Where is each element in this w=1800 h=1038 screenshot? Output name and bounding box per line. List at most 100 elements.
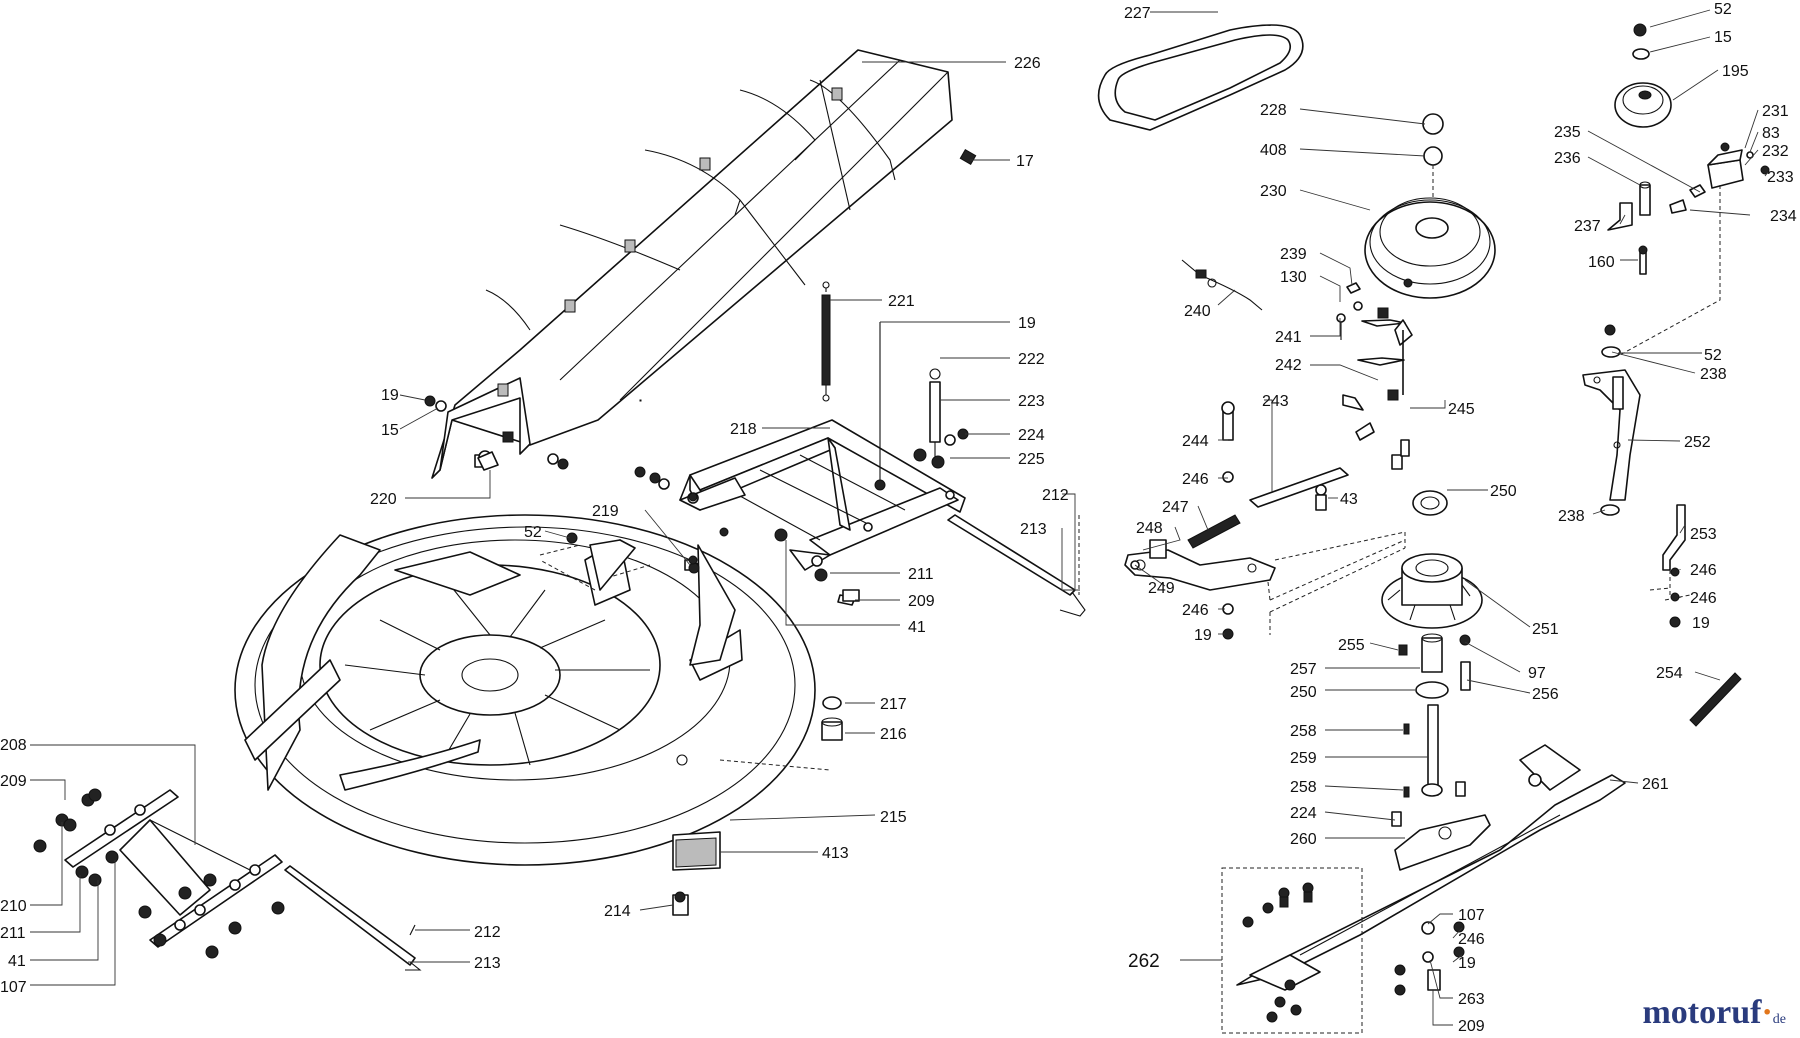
spindle-parts xyxy=(1391,633,1471,827)
callout-243: 243 xyxy=(1262,393,1289,410)
callout-257: 257 xyxy=(1290,661,1317,678)
mower-deck xyxy=(234,399,831,866)
callout-224: 224 xyxy=(1018,427,1045,444)
brand-tld: de xyxy=(1772,1012,1786,1027)
holder-hole xyxy=(1438,826,1452,840)
callout-262: 262 xyxy=(1128,951,1160,972)
rod-253 xyxy=(1649,504,1691,628)
callout-52: 52 xyxy=(524,524,542,541)
callout-225: 225 xyxy=(1018,451,1045,468)
callout-226: 226 xyxy=(1014,55,1041,72)
pulley-230 xyxy=(1364,113,1496,299)
callout-107: 107 xyxy=(0,979,27,996)
callout-234: 234 xyxy=(1770,208,1797,225)
deck-bracket xyxy=(589,539,636,591)
callout-19: 19 xyxy=(1692,615,1710,632)
callout-246: 246 xyxy=(1690,562,1717,579)
callout-130: 130 xyxy=(1280,269,1307,286)
callout-248: 248 xyxy=(1136,520,1163,537)
dash-boxes xyxy=(1267,531,1406,635)
callout-245: 245 xyxy=(1448,401,1475,418)
callout-253: 253 xyxy=(1690,526,1717,543)
callout-239: 239 xyxy=(1280,246,1307,263)
callout-247: 247 xyxy=(1162,499,1189,516)
v-belt-227 xyxy=(1097,24,1304,131)
callout-258: 258 xyxy=(1290,723,1317,740)
callout-211: 211 xyxy=(908,566,934,583)
callout-209: 209 xyxy=(0,773,27,790)
callout-222: 222 xyxy=(1018,351,1045,368)
brand-main: motoruf xyxy=(1642,994,1762,1031)
callout-219: 219 xyxy=(592,503,619,520)
callout-216: 216 xyxy=(880,726,907,743)
callout-252: 252 xyxy=(1684,434,1711,451)
callout-52: 52 xyxy=(1714,1,1732,18)
damper xyxy=(913,368,969,469)
grass-chute xyxy=(424,49,977,479)
callout-214: 214 xyxy=(604,903,631,920)
hub-251 xyxy=(1381,553,1483,629)
callout-83: 83 xyxy=(1762,125,1780,142)
callout-215: 215 xyxy=(880,809,907,826)
callout-15: 15 xyxy=(381,422,399,439)
callout-246: 246 xyxy=(1182,602,1209,619)
callout-19: 19 xyxy=(1458,955,1476,972)
callout-97: 97 xyxy=(1528,665,1546,682)
callout-413: 413 xyxy=(822,845,849,862)
callout-251: 251 xyxy=(1532,621,1559,638)
spring-247 xyxy=(1187,514,1241,549)
callout-208: 208 xyxy=(0,737,27,754)
callout-256: 256 xyxy=(1532,686,1559,703)
callout-213: 213 xyxy=(1020,521,1047,538)
callout-15: 15 xyxy=(1714,29,1732,46)
blade-holder-260 xyxy=(1394,814,1491,871)
bracket-assembly-208 xyxy=(33,788,285,959)
spindle-linkage xyxy=(1221,282,1413,640)
callout-230: 230 xyxy=(1260,183,1287,200)
callout-238: 238 xyxy=(1558,508,1585,525)
callout-254: 254 xyxy=(1656,665,1683,682)
callout-246: 246 xyxy=(1458,931,1485,948)
callout-17: 17 xyxy=(1016,153,1034,170)
callout-233: 233 xyxy=(1767,169,1794,186)
bearing-250-upper xyxy=(1412,490,1448,516)
callout-224: 224 xyxy=(1290,805,1317,822)
callout-246: 246 xyxy=(1690,590,1717,607)
callout-250: 250 xyxy=(1290,684,1317,701)
misc-deck-hardware xyxy=(672,696,843,916)
callout-41: 41 xyxy=(908,619,926,636)
callout-263: 263 xyxy=(1458,991,1485,1008)
nut-19 xyxy=(874,479,886,491)
callout-250: 250 xyxy=(1490,483,1517,500)
callout-19: 19 xyxy=(1194,627,1212,644)
callout-211: 211 xyxy=(0,925,26,942)
spring-221 xyxy=(821,281,831,402)
cable-240 xyxy=(1181,259,1263,311)
callout-232: 232 xyxy=(1762,143,1789,160)
callout-209: 209 xyxy=(1458,1018,1485,1035)
callout-231: 231 xyxy=(1762,103,1789,120)
cross-rod-lower xyxy=(284,865,422,971)
callout-238: 238 xyxy=(1700,366,1727,383)
blade-fasteners xyxy=(1394,921,1465,996)
callout-241: 241 xyxy=(1275,329,1302,346)
brand-dot: · xyxy=(1761,994,1773,1031)
callout-212: 212 xyxy=(1042,487,1069,504)
callout-260: 260 xyxy=(1290,831,1317,848)
callout-235: 235 xyxy=(1554,124,1581,141)
callout-242: 242 xyxy=(1275,357,1302,374)
deck-side-bracket xyxy=(689,544,736,666)
callout-258: 258 xyxy=(1290,779,1317,796)
callout-228: 228 xyxy=(1260,102,1287,119)
bolt-220 xyxy=(477,451,499,471)
kit-box-262 xyxy=(1221,867,1363,1034)
callout-218: 218 xyxy=(730,421,757,438)
callout-227: 227 xyxy=(1124,5,1151,22)
callout-246: 246 xyxy=(1182,471,1209,488)
callout-255: 255 xyxy=(1338,637,1365,654)
callout-408: 408 xyxy=(1260,142,1287,159)
lift-frame xyxy=(634,419,1086,617)
tensioner-axis xyxy=(1619,185,1721,356)
callout-195: 195 xyxy=(1722,63,1749,80)
